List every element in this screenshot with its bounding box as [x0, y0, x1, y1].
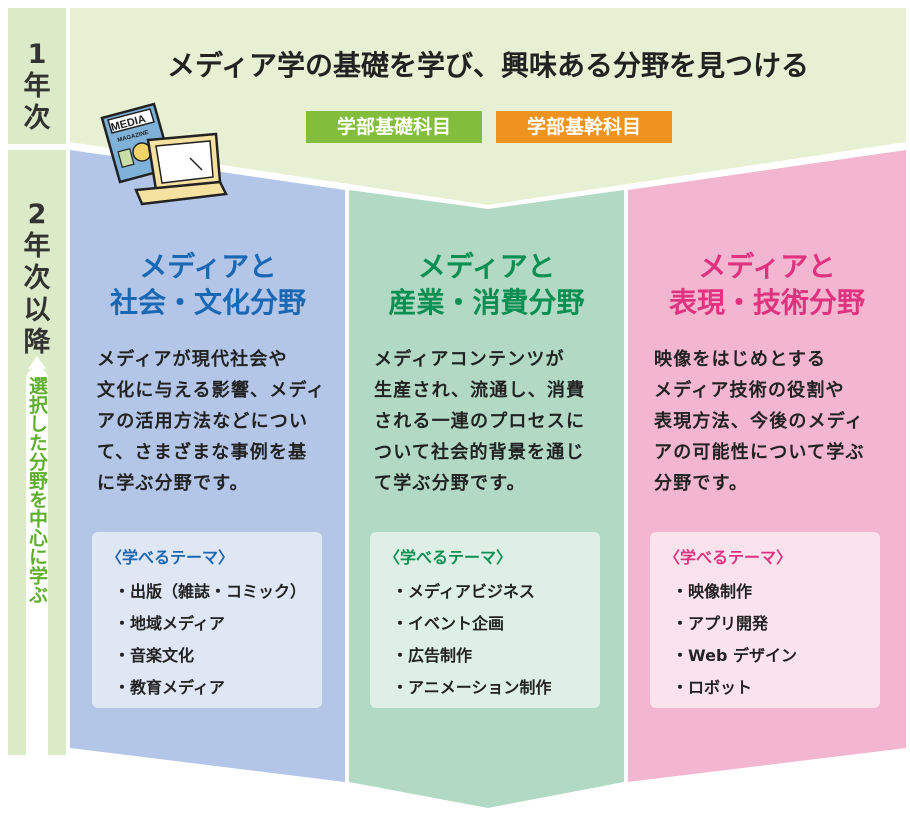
column-2-theme-item: アニメーション制作 — [392, 674, 551, 698]
column-1-desc-line: に学ぶ分野です。 — [97, 473, 249, 494]
year-1-char-2: 次 — [23, 103, 51, 134]
year-2-panel: 2 年 次 以 降 選択した分野を中心に学ぶ — [8, 150, 66, 838]
column-2-desc-line: て学ぶ分野です。 — [374, 473, 526, 494]
banner-title: メディア学の基礎を学び、興味ある分野を見つける — [166, 49, 810, 82]
year-2-char-3: 以 — [23, 295, 51, 326]
column-2-title-line2: 産業・消費分野 — [388, 286, 585, 319]
badge-core: 学部基幹科目 — [496, 111, 672, 143]
column-2-desc-line: メディアコンテンツが — [374, 349, 565, 370]
column-1-title-line1: メディアと — [139, 250, 277, 283]
column-3-theme-item: ロボット — [672, 674, 752, 698]
column-2-title-line1: メディアと — [417, 250, 556, 283]
badge-basic: 学部基礎科目 — [306, 111, 482, 143]
select-arrow — [28, 356, 46, 369]
column-3-desc-line: メディア技術の役割や — [654, 380, 845, 401]
column-2-theme-heading: 〈学べるテーマ〉 — [384, 548, 513, 567]
column-3-theme-item: アプリ開発 — [672, 610, 768, 634]
column-3-description: 映像をはじめとする メディア技術の役割や 表現方法、今後のメディ アの可能性につ… — [654, 344, 894, 499]
column-3-theme-item: 映像制作 — [672, 578, 752, 602]
column-3-title-line1: メディアと — [698, 250, 836, 283]
column-2-theme-item: メディアビジネス — [392, 578, 535, 602]
column-1-theme-box: 〈学べるテーマ〉 出版（雑誌・コミック） 地域メディア 音楽文化 教育メディア — [92, 532, 322, 708]
year-1-panel: 1 年 次 — [8, 8, 66, 144]
column-2-theme-box: 〈学べるテーマ〉 メディアビジネス イベント企画 広告制作 アニメーション制作 — [370, 532, 600, 708]
select-text: 選択した分野を中心に学ぶ — [26, 376, 48, 604]
column-1-desc-line: て、さまざまな事例を基 — [97, 442, 308, 463]
column-1-desc-line: アの活用方法などについ — [97, 411, 309, 432]
column-1-description: メディアが現代社会や 文化に与える影響、メディ アの活用方法などについ て、さま… — [97, 344, 337, 499]
column-2-description: メディアコンテンツが 生産され、流通し、消費 される一連のプロセスに ついて社会… — [374, 344, 614, 499]
banner-shape — [70, 8, 906, 205]
column-1-theme-item: 地域メディア — [114, 610, 225, 634]
column-1-title-line2: 社会・文化分野 — [109, 286, 306, 319]
year-2-char-2: 次 — [23, 263, 51, 294]
column-2-theme-item: イベント企画 — [392, 610, 504, 634]
column-3-title-line2: 表現・技術分野 — [668, 286, 865, 319]
column-1-theme-heading: 〈学べるテーマ〉 — [106, 548, 235, 567]
column-3-desc-line: 映像をはじめとする — [654, 349, 827, 370]
year-2-digit: 2 — [27, 199, 47, 230]
column-3-theme-heading: 〈学べるテーマ〉 — [664, 548, 793, 567]
year-1-digit: 1 — [27, 39, 47, 70]
year-1-char-1: 年 — [23, 71, 51, 102]
column-1-theme-item: 出版（雑誌・コミック） — [114, 578, 306, 602]
column-2-desc-line: 生産され、流通し、消費 — [374, 380, 586, 401]
column-2-theme-item: 広告制作 — [392, 642, 472, 666]
year-2-char-4: 降 — [23, 327, 51, 358]
column-3-desc-line: 表現方法、今後のメディ — [654, 411, 864, 432]
column-3-desc-line: アの可能性について学ぶ — [654, 442, 865, 463]
column-2-desc-line: ついて社会的背景を通じ — [374, 442, 585, 463]
year-2-char-1: 年 — [23, 231, 51, 262]
column-3-theme-item: Web デザイン — [672, 642, 797, 666]
column-1-desc-line: メディアが現代社会や — [97, 349, 288, 370]
column-3-desc-line: 分野です。 — [654, 473, 749, 494]
column-1-theme-item: 音楽文化 — [114, 642, 194, 666]
column-1-desc-line: 文化に与える影響、メディ — [97, 380, 326, 401]
column-1-theme-item: 教育メディア — [114, 674, 225, 698]
column-3-theme-box: 〈学べるテーマ〉 映像制作 アプリ開発 Web デザイン ロボット — [650, 532, 880, 708]
laptop-icon — [134, 132, 228, 206]
select-pill — [26, 368, 48, 838]
media-illustration: MEDIA MAGAZINE — [100, 102, 228, 206]
column-2-desc-line: される一連のプロセスに — [374, 411, 586, 432]
